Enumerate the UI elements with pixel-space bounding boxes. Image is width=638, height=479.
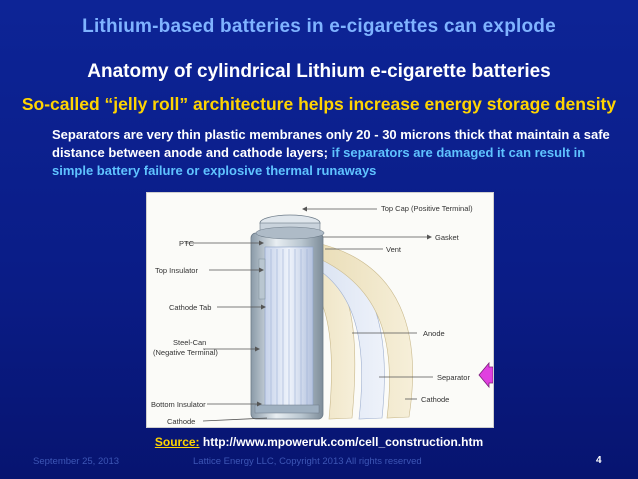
label-top-cap: Top Cap (Positive Terminal) bbox=[381, 204, 473, 213]
battery-cutaway-illustration: Top Cap (Positive Terminal) Gasket PTC V… bbox=[151, 204, 493, 426]
label-ptc: PTC bbox=[179, 239, 195, 248]
footer-date: September 25, 2013 bbox=[33, 456, 120, 467]
page-number: 4 bbox=[596, 455, 602, 466]
label-gasket: Gasket bbox=[435, 233, 460, 242]
slide-highlight: So-called “jelly roll” architecture help… bbox=[21, 94, 617, 114]
source-url[interactable]: http://www.mpoweruk.com/cell_constructio… bbox=[202, 435, 484, 449]
separator-description-main: Separators are very thin plastic membran… bbox=[52, 127, 610, 160]
label-anode: Anode bbox=[423, 329, 445, 338]
label-separator: Separator bbox=[437, 373, 470, 382]
source-line: Source: http://www.mpoweruk.com/cell_con… bbox=[0, 435, 638, 449]
label-vent: Vent bbox=[386, 245, 402, 254]
footer-copyright: Lattice Energy LLC, Copyright 2013 All r… bbox=[193, 456, 422, 467]
cathode-sheet bbox=[310, 242, 413, 419]
label-top-insulator: Top Insulator bbox=[155, 266, 198, 275]
label-negative-terminal: (Negative Terminal) bbox=[153, 348, 218, 357]
label-bottom-insulator: Bottom Insulator bbox=[151, 400, 206, 409]
separator-description-highlight: if separators are damaged it can result … bbox=[52, 145, 586, 178]
label-cathode-tab: Cathode Tab bbox=[169, 303, 211, 312]
slide-subtitle: Anatomy of cylindrical Lithium e-cigaret… bbox=[87, 61, 551, 82]
separator-pointer-arrow bbox=[478, 361, 493, 389]
jelly-roll-layers bbox=[270, 249, 308, 405]
bottom-insulator bbox=[254, 404, 320, 414]
source-label: Source: bbox=[154, 435, 200, 449]
label-cathode-right: Cathode bbox=[421, 395, 449, 404]
label-steel-can: Steel-Can bbox=[173, 338, 206, 347]
slide-title: Lithium-based batteries in e-cigarettes … bbox=[82, 16, 556, 37]
label-cathode-bottom: Cathode bbox=[167, 417, 195, 426]
cathode-tab bbox=[258, 258, 266, 300]
battery-diagram: Top Cap (Positive Terminal) Gasket PTC V… bbox=[146, 192, 494, 428]
separator-description: Separators are very thin plastic membran… bbox=[52, 126, 612, 180]
